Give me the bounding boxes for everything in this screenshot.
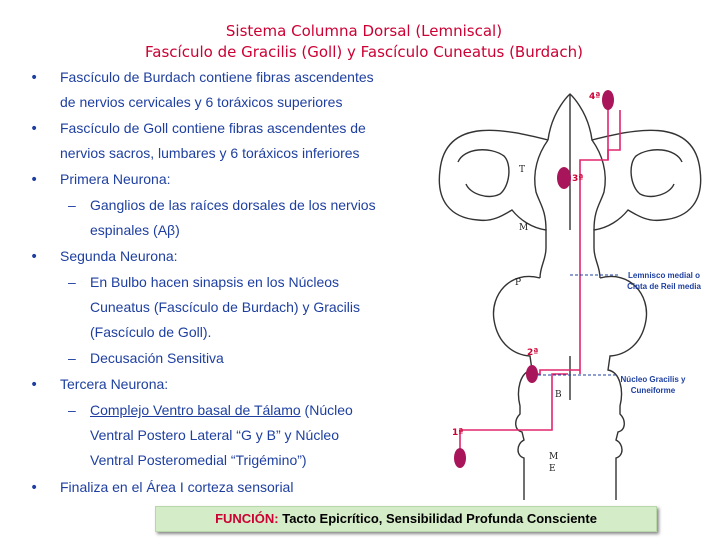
sub-complejo-line-3: Ventral Posteromedial “Trigémino”)	[90, 452, 307, 468]
neuron-2-label: 2ª	[527, 348, 539, 358]
complejo-ventro-basal-link[interactable]: Complejo Ventro basal de Tálamo	[90, 402, 301, 418]
inner-right-lobe	[591, 139, 606, 231]
bullet-dot: •	[30, 377, 39, 393]
nucleo-label-line-1: Núcleo Gracilis y	[620, 375, 686, 384]
lemnisco-label-line-2: Cinta de Reil media	[627, 282, 701, 291]
region-T: T	[519, 165, 526, 175]
sub-bullet-dash: –	[68, 274, 76, 290]
neuron-3-label: 3ª	[572, 174, 584, 184]
bullet-primera-neurona: Primera Neurona:	[60, 171, 171, 187]
left-ventricle-shape	[457, 149, 510, 198]
neuron-4-label: 4ª	[589, 92, 601, 102]
neuron-bodies	[454, 90, 614, 468]
bullet-goll-line-1: Fascículo de Goll contiene fibras ascend…	[60, 120, 366, 136]
region-P: P	[515, 278, 522, 288]
complejo-line-1-rest: (Núcleo	[300, 402, 353, 418]
lemnisco-label-line-1: Lemnisco medial o	[627, 271, 701, 280]
pathway-lines	[459, 108, 621, 450]
bullet-tercera-neurona: Tercera Neurona:	[60, 376, 169, 392]
region-ME-bottom: E	[549, 464, 556, 474]
sub-bullet-dash: –	[68, 402, 76, 418]
sub-decusacion: Decusación Sensitiva	[90, 350, 224, 366]
sub-bulbo-line-2: Cuneatus (Fascículo de Burdach) y Gracil…	[90, 299, 360, 315]
bullet-burdach-line-1: Fascículo de Burdach contiene fibras asc…	[60, 69, 374, 85]
sub-ganglios-line-2: espinales (Aβ)	[90, 222, 180, 238]
lemnisco-label: Lemnisco medial o Cinta de Reil media	[614, 270, 714, 292]
pathway-medial-lemniscus	[579, 110, 621, 374]
bullet-finaliza: Finaliza en el Área I corteza sensorial	[60, 479, 294, 495]
bullet-dot: •	[30, 172, 39, 188]
bullet-dot: •	[30, 121, 39, 137]
bullet-dot: •	[30, 249, 39, 265]
inner-left-lobe	[534, 139, 549, 231]
bullet-burdach-line-2: de nervios cervicales y 6 toráxicos supe…	[60, 94, 343, 110]
label-pointers	[538, 274, 620, 376]
bullet-segunda-neurona: Segunda Neurona:	[60, 248, 178, 264]
region-M: M	[519, 223, 529, 233]
funcion-box: FUNCIÓN: Tacto Epicrítico, Sensibilidad …	[155, 506, 657, 532]
sub-bulbo-line-3: (Fascículo de Goll).	[90, 324, 212, 340]
lemniscal-pathway-diagram	[438, 90, 702, 500]
sub-complejo-line-2: Ventral Postero Lateral “G y B” y Núcleo	[90, 427, 339, 443]
neuron-3-body	[557, 167, 571, 189]
sub-bullet-dash: –	[68, 197, 76, 213]
nucleo-label-line-2: Cuneiforme	[630, 386, 676, 395]
funcion-label: FUNCIÓN:	[215, 511, 279, 526]
right-ventricle-shape	[630, 149, 683, 198]
sub-complejo-line-1: Complejo Ventro basal de Tálamo (Núcleo	[90, 398, 353, 424]
region-B: B	[555, 390, 562, 400]
neuron-4-body	[602, 90, 614, 110]
bullet-dot: •	[30, 480, 39, 496]
funcion-text: Tacto Epicrítico, Sensibilidad Profunda …	[278, 511, 597, 526]
neuron-1-label: 1ª	[452, 428, 464, 438]
sub-bulbo-line-1: En Bulbo hacen sinapsis en los Núcleos	[90, 274, 340, 290]
pathway-first-neuron	[459, 373, 568, 450]
bullet-dot: •	[30, 70, 39, 86]
region-ME-top: M	[549, 452, 559, 462]
neuron-1-body	[454, 448, 466, 468]
sub-bullet-dash: –	[68, 350, 76, 366]
brain-outline	[438, 93, 702, 500]
sub-ganglios-line-1: Ganglios de las raíces dorsales de los n…	[90, 197, 376, 213]
bullet-goll-line-2: nervios sacros, lumbares y 6 toráxicos i…	[60, 145, 360, 161]
title-line-1: Sistema Columna Dorsal (Lemniscal)	[225, 22, 503, 40]
brainstem-outline	[492, 275, 648, 500]
hemispheres-outline	[438, 93, 702, 279]
nucleo-label: Núcleo Gracilis y Cuneiforme	[606, 374, 700, 396]
title-line-2: Fascículo de Gracilis (Goll) y Fascículo…	[145, 43, 583, 61]
neuron-2-body	[526, 365, 538, 383]
